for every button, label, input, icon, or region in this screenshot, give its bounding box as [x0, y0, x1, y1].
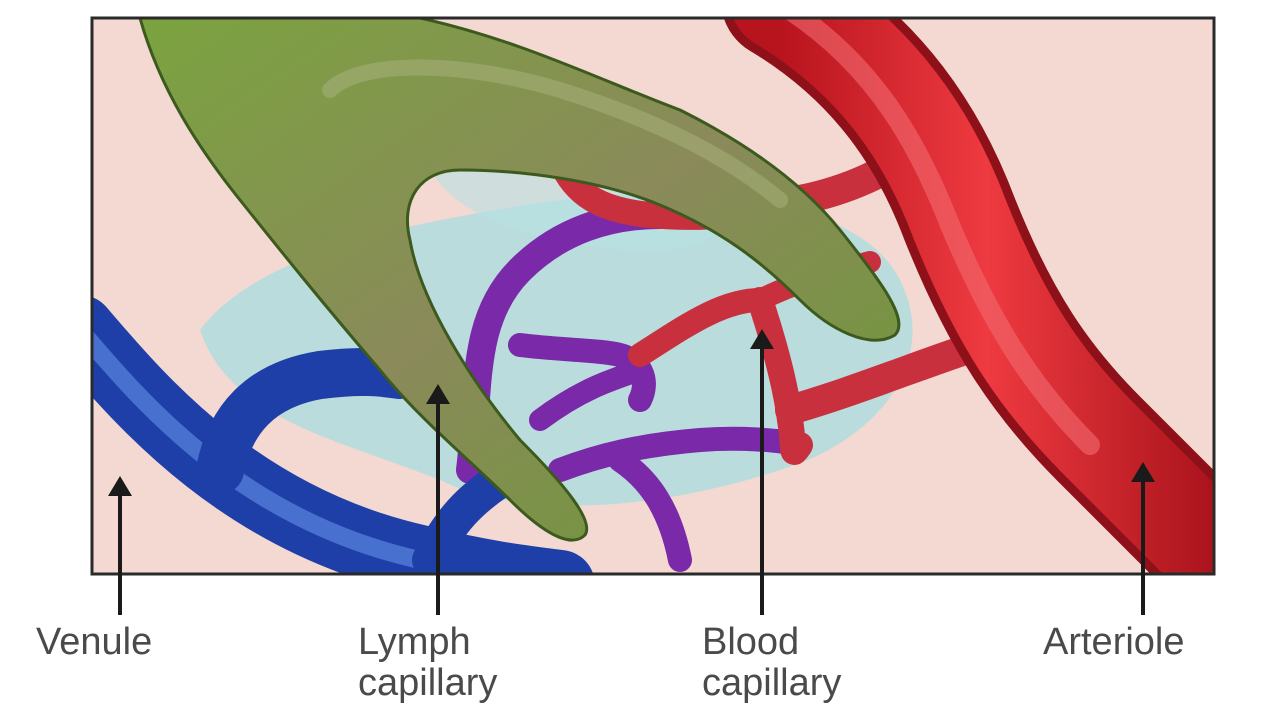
blood-capillary-label-line-1: Blood	[702, 621, 800, 663]
lymph-capillary-label-line-2: capillary	[358, 662, 498, 704]
blood-capillary-label: Blood capillary	[702, 622, 841, 704]
diagram-frame	[90, 16, 1216, 576]
arteriole-arrow	[1131, 462, 1155, 615]
lymph-capillary-vessel	[138, 18, 901, 542]
lymph-capillary-arrow	[426, 384, 450, 615]
lymph-capillary-label-line-1: Lymph	[358, 621, 471, 663]
arteriole-label: Arteriole	[1043, 622, 1185, 663]
lymph-capillary-label: Lymph capillary	[358, 622, 497, 704]
venule-label: Venule	[36, 622, 152, 663]
pointer-arrows	[108, 329, 1155, 615]
venule-arrow	[108, 476, 132, 615]
blood-capillary-arrow	[750, 329, 774, 615]
arteriole-vessel	[724, 18, 1214, 574]
venule-label-line-1: Venule	[36, 621, 153, 663]
blood-capillary-label-line-2: capillary	[702, 662, 842, 704]
arteriole-label-line-1: Arteriole	[1043, 621, 1185, 663]
